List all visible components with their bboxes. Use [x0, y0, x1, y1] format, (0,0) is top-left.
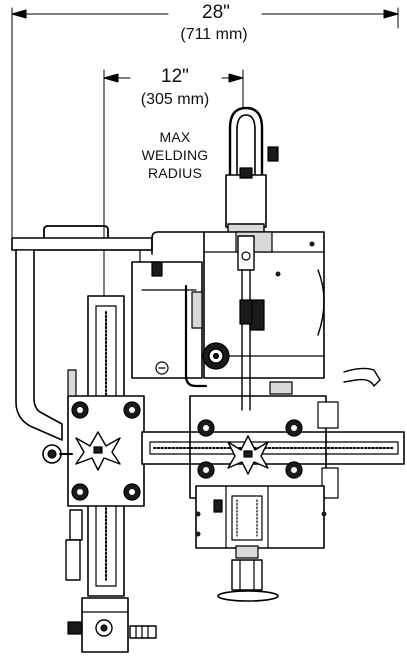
left-adjust-knob	[75, 431, 121, 471]
wire-hopper	[11, 225, 153, 441]
center-adjust-knob	[227, 435, 269, 475]
overall-dimension-line	[11, 7, 399, 241]
motor-housing	[131, 231, 381, 395]
torch-handle	[225, 106, 279, 237]
radius-dimension-line	[103, 69, 244, 297]
radius-label: RADIUS	[147, 165, 203, 181]
overall-dimension-imperial: 28"	[175, 3, 257, 22]
bottom-clamp	[67, 597, 157, 653]
radius-dimension-metric: (305 mm)	[140, 91, 210, 108]
drive-wheel	[202, 342, 230, 370]
torch-carriage	[195, 485, 325, 602]
overall-dimension-metric: (711 mm)	[180, 26, 248, 43]
horizontal-slide-rack	[141, 395, 405, 499]
max-label: MAX	[159, 129, 191, 145]
welding-label: WELDING	[141, 147, 209, 163]
bolts	[195, 241, 327, 537]
torch-mast	[237, 235, 255, 411]
radius-dimension-imperial: 12"	[134, 67, 216, 86]
